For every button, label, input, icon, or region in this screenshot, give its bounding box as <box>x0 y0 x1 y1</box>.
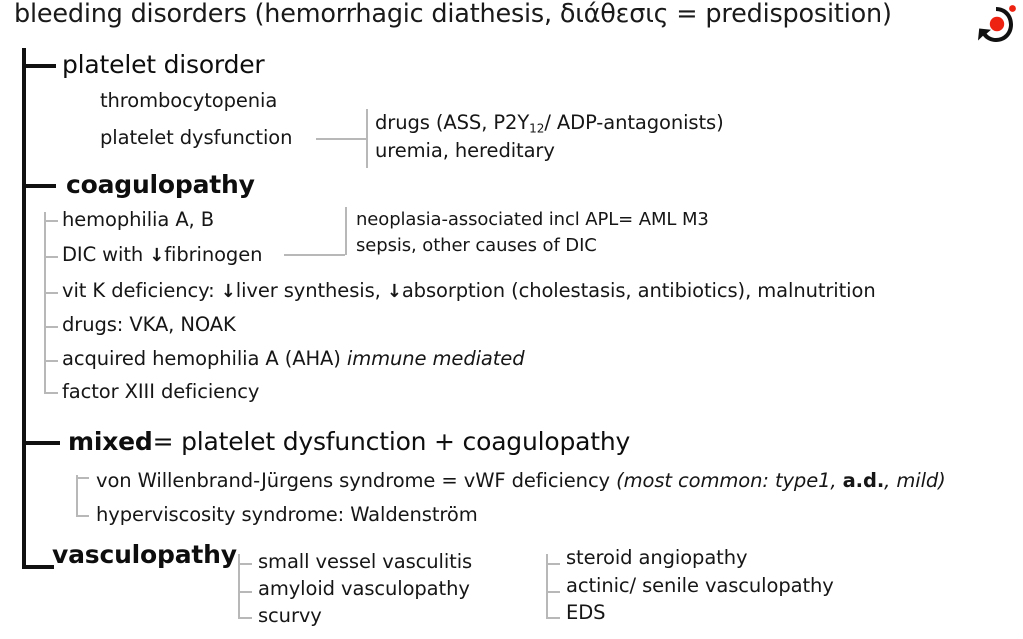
spine-tick-mixed <box>22 441 60 445</box>
coagulopathy-tick-5 <box>44 360 58 362</box>
item-aha-label: acquired hemophilia A (AHA) <box>62 347 347 370</box>
item-dic-pre: DIC with <box>62 243 150 266</box>
vasculopathy-right-tick-3 <box>546 617 560 619</box>
item-vitk-post: absorption (cholestasis, antibiotics), m… <box>401 279 876 302</box>
item-von-willebrand: von Willenbrand-Jürgens syndrome = vWF d… <box>96 471 946 491</box>
spine-tick-coagulopathy <box>22 184 56 188</box>
item-hyperviscosity: hyperviscosity syndrome: Waldenström <box>96 503 478 526</box>
mixed-tick-2 <box>76 515 89 517</box>
vasculopathy-right-tick-1 <box>546 563 560 565</box>
coagulopathy-tick-6 <box>44 392 58 394</box>
coagulopathy-bracket <box>44 212 46 392</box>
heading-platelet-disorder: platelet disorder <box>62 50 265 79</box>
down-arrow-icon-2: ↓ <box>386 281 402 302</box>
heading-mixed: mixed= platelet dysfunction + coagulopat… <box>68 429 630 454</box>
item-actinic-senile-vasculopathy: actinic/ senile vasculopathy <box>566 574 834 597</box>
connector-dic-v <box>345 207 347 255</box>
branch-dic-neoplasia: neoplasia-associated incl APL= AML M3 <box>356 209 709 230</box>
item-eds: EDS <box>566 601 606 624</box>
vasculopathy-bracket-left <box>238 554 240 618</box>
item-factor-xiii: factor XIII deficiency <box>62 380 260 403</box>
branch-platelet-drugs-pre: drugs (ASS, P2Y <box>375 111 530 134</box>
item-vitk-mid: liver synthesis, <box>235 279 387 302</box>
coagulopathy-tick-1 <box>44 220 58 222</box>
mixed-tick-1 <box>76 477 89 479</box>
item-aha-note: immune mediated <box>346 347 525 370</box>
brand-logo-icon <box>978 5 1016 42</box>
item-scurvy: scurvy <box>258 604 322 627</box>
item-drugs-vka-noak: drugs: VKA, NOAK <box>62 313 236 336</box>
brand-logo <box>972 2 1018 48</box>
connector-platelet-dysfunction-v <box>366 109 368 168</box>
down-arrow-icon: ↓ <box>220 281 236 302</box>
spine-tick-vasculopathy <box>22 565 54 569</box>
item-dic-fibrinogen: DIC with ↓fibrinogen <box>62 245 262 265</box>
branch-platelet-drugs-sub: 12 <box>529 121 545 136</box>
coagulopathy-tick-3 <box>44 292 58 294</box>
item-vitk-pre: vit K deficiency: <box>62 279 221 302</box>
down-arrow-icon: ↓ <box>149 245 165 266</box>
coagulopathy-tick-2 <box>44 256 58 258</box>
item-steroid-angiopathy: steroid angiopathy <box>566 546 748 569</box>
mixed-bracket <box>76 475 78 517</box>
branch-platelet-drugs: drugs (ASS, P2Y12/ ADP-antagonists) <box>375 111 724 136</box>
item-vwd-note-2: , mild) <box>884 469 946 492</box>
branch-dic-sepsis: sepsis, other causes of DIC <box>356 235 597 256</box>
branch-platelet-uremia: uremia, hereditary <box>375 139 555 162</box>
item-dic-post: fibrinogen <box>164 243 263 266</box>
item-acquired-hemophilia: acquired hemophilia A (AHA) immune media… <box>62 349 525 369</box>
heading-coagulopathy: coagulopathy <box>66 170 255 199</box>
main-spine <box>22 48 26 569</box>
item-vwd-note-1: (most common: type1, <box>616 469 843 492</box>
heading-mixed-rest: = platelet dysfunction + coagulopathy <box>152 427 631 456</box>
item-hemophilia-ab: hemophilia A, B <box>62 208 215 231</box>
vasculopathy-left-tick-3 <box>238 617 252 619</box>
heading-mixed-bold: mixed <box>68 427 153 456</box>
connector-dic-h <box>284 254 345 256</box>
page-title: bleeding disorders (hemorrhagic diathesi… <box>14 0 892 29</box>
item-platelet-dysfunction: platelet dysfunction <box>100 126 293 149</box>
item-vwd-note-bold: a.d. <box>842 469 885 492</box>
heading-vasculopathy: vasculopathy <box>52 540 237 569</box>
coagulopathy-tick-4 <box>44 326 58 328</box>
spine-tick-platelet <box>22 64 56 68</box>
connector-platelet-dysfunction-h <box>316 138 366 140</box>
vasculopathy-right-tick-2 <box>546 591 560 593</box>
vasculopathy-left-tick-2 <box>238 591 252 593</box>
item-small-vessel-vasculitis: small vessel vasculitis <box>258 550 473 573</box>
vasculopathy-left-tick-1 <box>238 563 252 565</box>
item-vwd-label: von Willenbrand-Jürgens syndrome = vWF d… <box>96 469 617 492</box>
item-amyloid-vasculopathy: amyloid vasculopathy <box>258 577 470 600</box>
item-thrombocytopenia: thrombocytopenia <box>100 89 278 112</box>
branch-platelet-drugs-post: / ADP-antagonists) <box>544 111 724 134</box>
item-vit-k-deficiency: vit K deficiency: ↓liver synthesis, ↓abs… <box>62 281 876 301</box>
vasculopathy-bracket-right <box>546 554 548 618</box>
